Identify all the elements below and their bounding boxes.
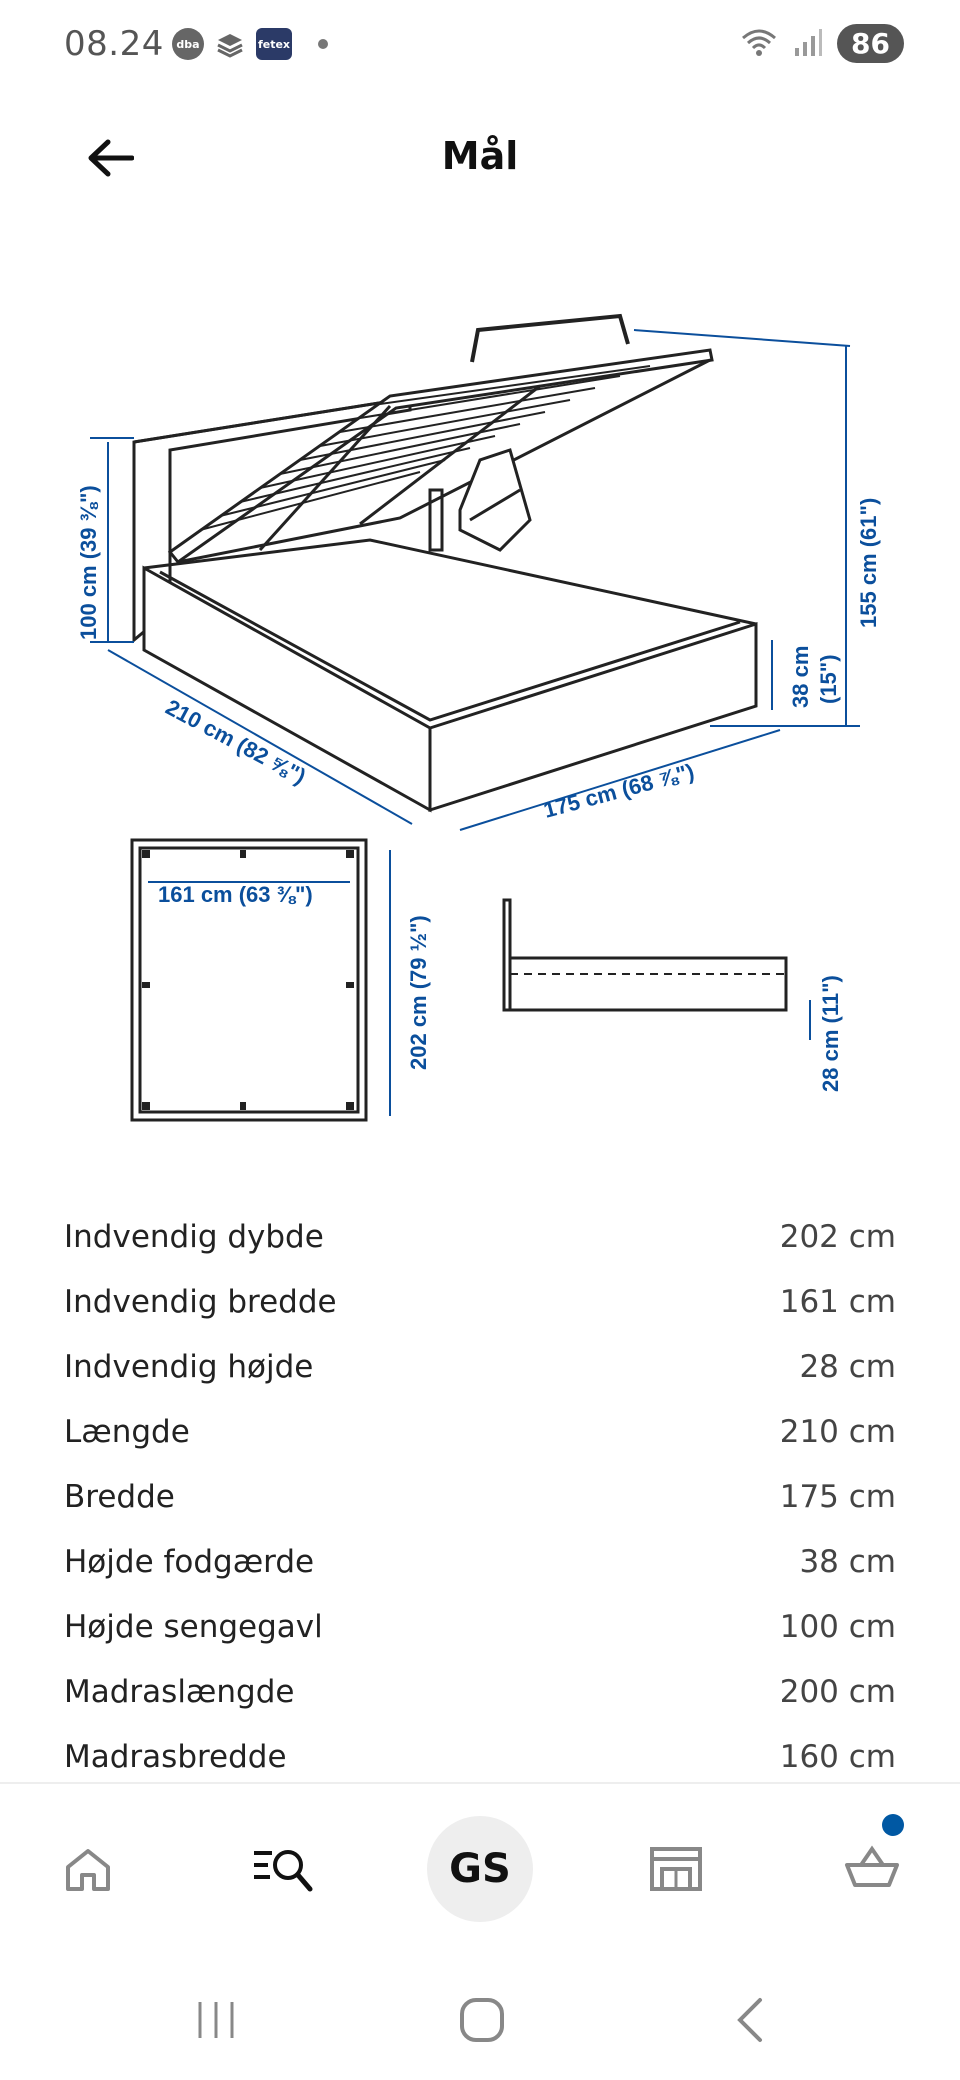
notification-icons: dba fetex (172, 28, 328, 60)
spec-row: Bredde 175 cm (64, 1464, 896, 1529)
arrow-left-icon (88, 139, 134, 177)
spec-row: Højde fodgærde 38 cm (64, 1529, 896, 1594)
dba-app-icon: dba (172, 28, 204, 60)
fetex-app-icon: fetex (256, 28, 292, 60)
spec-value: 175 cm (779, 1478, 896, 1515)
dimension-spec-list: Indvendig dybde 202 cm Indvendig bredde 16… (64, 1204, 896, 1789)
bottom-nav: GS (0, 1784, 960, 1954)
spec-row: Indvendig dybde 202 cm (64, 1204, 896, 1269)
dim-inner-depth: 202 cm (79 ½") (406, 915, 431, 1070)
cart-icon (845, 1845, 899, 1887)
spec-row: Madraslængde 200 cm (64, 1659, 896, 1724)
dim-total-height: 155 cm (61") (856, 498, 881, 628)
bed-dimensions-illustration: 155 cm (61") 100 cm (39 ⅜") 210 cm (82 ⅝… (76, 313, 881, 1122)
spec-value: 202 cm (779, 1218, 896, 1255)
cart-notification-dot (882, 1814, 904, 1836)
dim-inner-height: 28 cm (11") (818, 975, 843, 1092)
spec-label: Længde (64, 1413, 190, 1450)
spec-row: Indvendig bredde 161 cm (64, 1269, 896, 1334)
dim-inner-width: 161 cm (63 ⅜") (158, 882, 313, 907)
signal-icon (793, 26, 823, 62)
spec-row: Længde 210 cm (64, 1399, 896, 1464)
spec-label: Højde fodgærde (64, 1543, 315, 1580)
spec-value: 200 cm (779, 1673, 896, 1710)
recent-apps-button[interactable] (186, 1990, 246, 2050)
store-icon (650, 1847, 702, 1891)
spec-label: Madraslængde (64, 1673, 295, 1710)
chevron-left-icon (737, 1998, 762, 2042)
spec-value: 100 cm (779, 1608, 896, 1645)
spec-label: Bredde (64, 1478, 175, 1515)
spec-row: Madrasbredde 160 cm (64, 1724, 896, 1789)
dim-foot-height-line1: 38 cm (788, 646, 813, 708)
profile-avatar: GS (427, 1816, 533, 1922)
wifi-icon (739, 26, 779, 62)
dim-headboard-height: 100 cm (39 ⅜") (76, 485, 101, 640)
page-title: Mål (441, 134, 519, 178)
status-bar: 08.24 dba fetex 86 (0, 0, 960, 92)
status-time: 08.24 (64, 24, 164, 64)
spec-label: Højde sengegavl (64, 1608, 323, 1645)
system-status-icons: 86 (739, 24, 904, 63)
system-back-button[interactable] (720, 1990, 780, 2050)
recent-apps-icon (198, 2002, 234, 2038)
nav-home-button[interactable] (38, 1814, 138, 1924)
spec-row: Indvendig højde 28 cm (64, 1334, 896, 1399)
spec-label: Madrasbredde (64, 1738, 287, 1775)
system-home-button[interactable] (452, 1990, 512, 2050)
spec-value: 210 cm (779, 1413, 896, 1450)
spec-label: Indvendig højde (64, 1348, 314, 1385)
back-button[interactable] (80, 128, 140, 188)
nav-cart-button[interactable] (822, 1814, 922, 1924)
spec-value: 38 cm (799, 1543, 896, 1580)
battery-indicator: 86 (837, 24, 904, 63)
spec-value: 28 cm (799, 1348, 896, 1385)
layers-app-icon (214, 28, 246, 60)
bottom-nav-divider (0, 1782, 960, 1784)
spec-value: 160 cm (779, 1738, 896, 1775)
spec-value: 161 cm (779, 1283, 896, 1320)
dim-foot-height-line2: (15") (816, 654, 841, 704)
system-nav-bar (0, 1960, 960, 2080)
nav-profile-button[interactable]: GS (425, 1814, 535, 1924)
home-circle-icon (460, 1998, 504, 2042)
spec-label: Indvendig bredde (64, 1283, 337, 1320)
more-notifications-dot-icon (318, 39, 328, 49)
nav-store-button[interactable] (626, 1814, 726, 1924)
nav-search-button[interactable] (232, 1814, 332, 1924)
spec-label: Indvendig dybde (64, 1218, 324, 1255)
spec-row: Højde sengegavl 100 cm (64, 1594, 896, 1659)
search-icon (254, 1850, 313, 1892)
home-icon (66, 1849, 110, 1891)
